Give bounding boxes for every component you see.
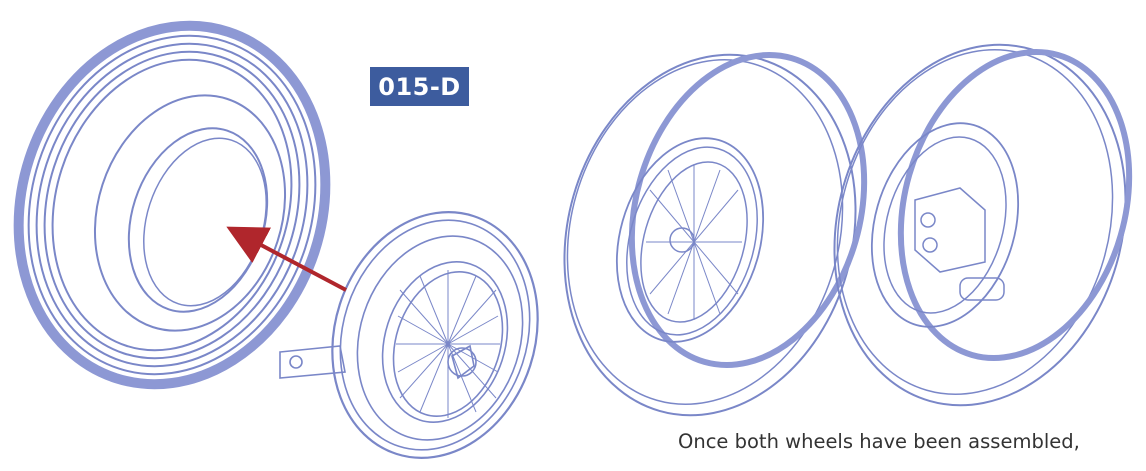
assembled-wheel-front: [523, 20, 899, 450]
assembled-wheel-rear: [793, 10, 1146, 440]
caption-line-1: Once both wheels have been assembled,: [678, 429, 1138, 455]
insert-direction-arrow: [244, 236, 346, 290]
part-number-badge: 015-D: [370, 67, 469, 106]
instruction-caption: Once both wheels have been assembled,: [678, 429, 1138, 467]
tyre-illustration: [0, 0, 371, 424]
